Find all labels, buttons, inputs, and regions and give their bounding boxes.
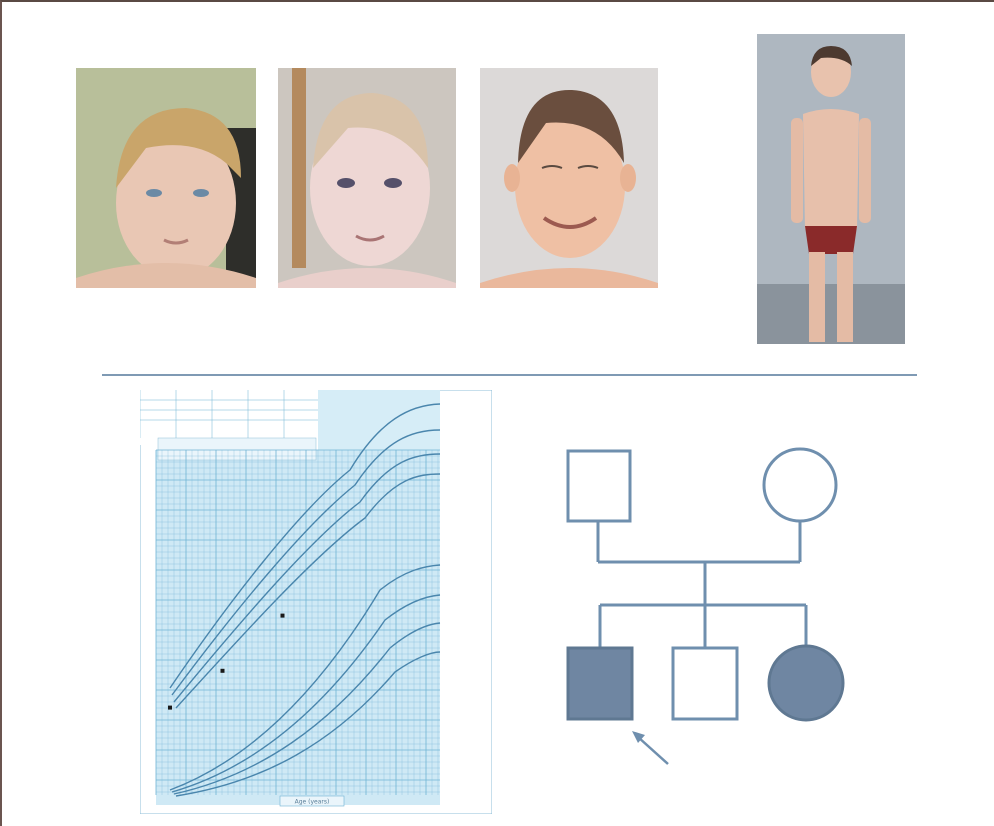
x-axis-label: Age (years) xyxy=(295,799,330,806)
brother-square xyxy=(671,646,739,721)
growth-chart-svg: Age (years) xyxy=(140,390,492,814)
father-square xyxy=(566,449,632,523)
photo-face-child xyxy=(278,68,456,288)
face-photo-icon xyxy=(278,68,456,288)
section-divider xyxy=(102,374,917,376)
photo-face-older-child xyxy=(480,68,658,288)
growth-chart: Age (years) xyxy=(140,390,492,814)
percentile-curve xyxy=(175,473,441,709)
face-photo-icon xyxy=(480,68,658,288)
measurement-point xyxy=(220,668,225,673)
measurement-point xyxy=(168,705,172,710)
face-photo-icon xyxy=(76,68,256,288)
percentile-curve xyxy=(171,594,441,793)
proband-square-affected xyxy=(566,646,634,721)
body-photo-icon xyxy=(757,34,905,344)
percentile-curve xyxy=(173,453,441,703)
photo-face-toddler xyxy=(76,68,256,288)
percentile-curve xyxy=(169,564,441,791)
measurement-point xyxy=(280,613,285,618)
percentile-curve xyxy=(173,622,441,795)
percentile-curve xyxy=(171,429,441,696)
pedigree-svg xyxy=(566,447,845,765)
percentile-curve xyxy=(169,403,441,689)
photo-full-body xyxy=(757,34,905,344)
sister-circle-affected xyxy=(767,644,845,722)
pedigree-chart xyxy=(552,437,862,777)
percentile-curve xyxy=(175,651,441,797)
arrow-icon xyxy=(632,731,669,765)
mother-circle xyxy=(762,447,838,523)
